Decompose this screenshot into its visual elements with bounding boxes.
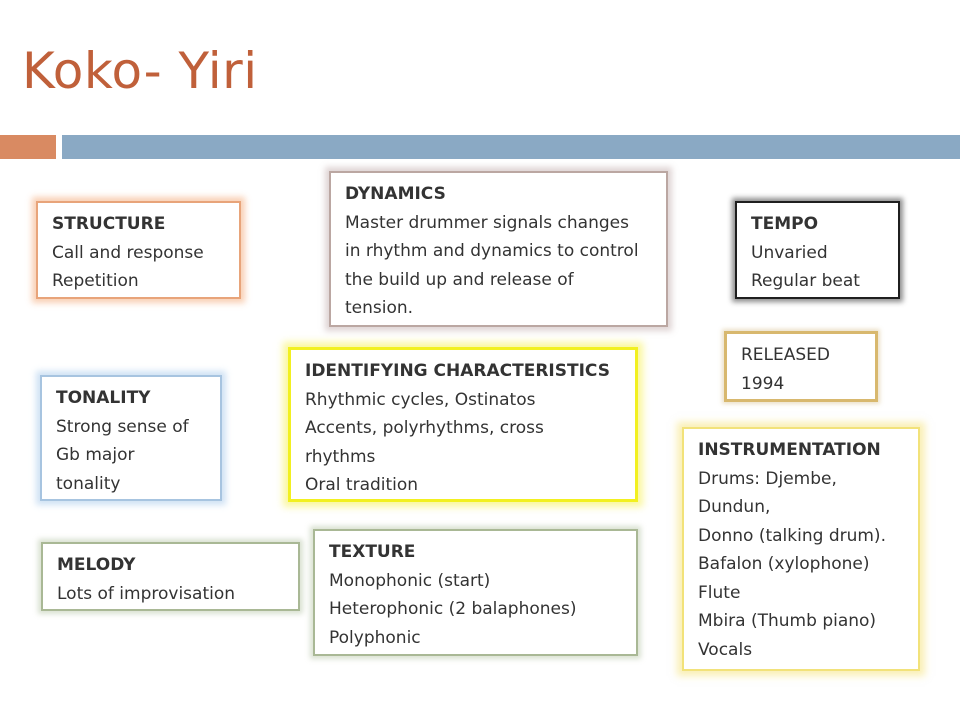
released-line: RELEASED (741, 345, 831, 365)
released-box: RELEASED 1994 (724, 331, 878, 402)
instrumentation-line: Bafalon (xylophone) (698, 554, 870, 574)
texture-heading: TEXTURE (329, 542, 416, 562)
tonality-line: tonality (56, 473, 121, 494)
released-year: 1994 (741, 373, 785, 394)
dynamics-line: the build up and release of (345, 269, 574, 290)
instrumentation-line: Flute (698, 582, 741, 603)
texture-box: TEXTURE Monophonic (start) Heterophonic … (313, 529, 638, 656)
identifying-line: Rhythmic cycles, Ostinatos (305, 389, 536, 410)
instrumentation-box: INSTRUMENTATION Drums: Djembe, Dundun, D… (682, 427, 920, 671)
tonality-line: Strong sense of (56, 416, 189, 437)
dynamics-line: Master drummer signals changes (345, 212, 629, 233)
instrumentation-heading: INSTRUMENTATION (698, 440, 881, 460)
dynamics-line: tension. (345, 298, 414, 318)
instrumentation-line: Donno (talking drum). (698, 525, 886, 546)
tempo-line: Regular beat (751, 271, 860, 291)
tonality-heading: TONALITY (56, 388, 151, 408)
texture-line: Polyphonic (329, 627, 421, 648)
melody-heading: MELODY (57, 555, 136, 575)
identifying-characteristics-box: IDENTIFYING CHARACTERISTICS Rhythmic cyc… (288, 347, 638, 502)
dynamics-line: in rhythm and dynamics to control (345, 241, 639, 261)
dynamics-heading: DYNAMICS (345, 184, 446, 204)
melody-box: MELODY Lots of improvisation (41, 542, 300, 611)
tempo-heading: TEMPO (751, 214, 819, 234)
melody-line: Lots of improvisation (57, 583, 236, 604)
dynamics-box: DYNAMICS Master drummer signals changes … (329, 171, 668, 327)
structure-line: Repetition (52, 271, 139, 291)
structure-line: Call and response (52, 242, 204, 263)
identifying-line: rhythms (305, 446, 376, 467)
structure-heading: STRUCTURE (52, 214, 166, 234)
instrumentation-line: Mbira (Thumb piano) (698, 611, 877, 631)
instrumentation-line: Drums: Djembe, (698, 468, 837, 489)
identifying-line: Accents, polyrhythms, cross (305, 418, 544, 438)
title-accent-bar-orange (0, 135, 56, 159)
instrumentation-line: Dundun, (698, 497, 771, 517)
tonality-box: TONALITY Strong sense of Gb major tonali… (40, 375, 222, 501)
tempo-line: Unvaried (751, 242, 828, 263)
identifying-heading: IDENTIFYING CHARACTERISTICS (305, 361, 610, 381)
slide-title: Koko- Yiri (22, 42, 258, 100)
texture-line: Monophonic (start) (329, 570, 491, 591)
structure-box: STRUCTURE Call and response Repetition (36, 201, 241, 299)
tonality-line: Gb major (56, 445, 135, 465)
texture-line: Heterophonic (2 balaphones) (329, 599, 577, 619)
tempo-box: TEMPO Unvaried Regular beat (735, 201, 900, 299)
identifying-line: Oral tradition (305, 475, 419, 495)
title-accent-bar-blue (62, 135, 960, 159)
instrumentation-line: Vocals (698, 639, 753, 660)
